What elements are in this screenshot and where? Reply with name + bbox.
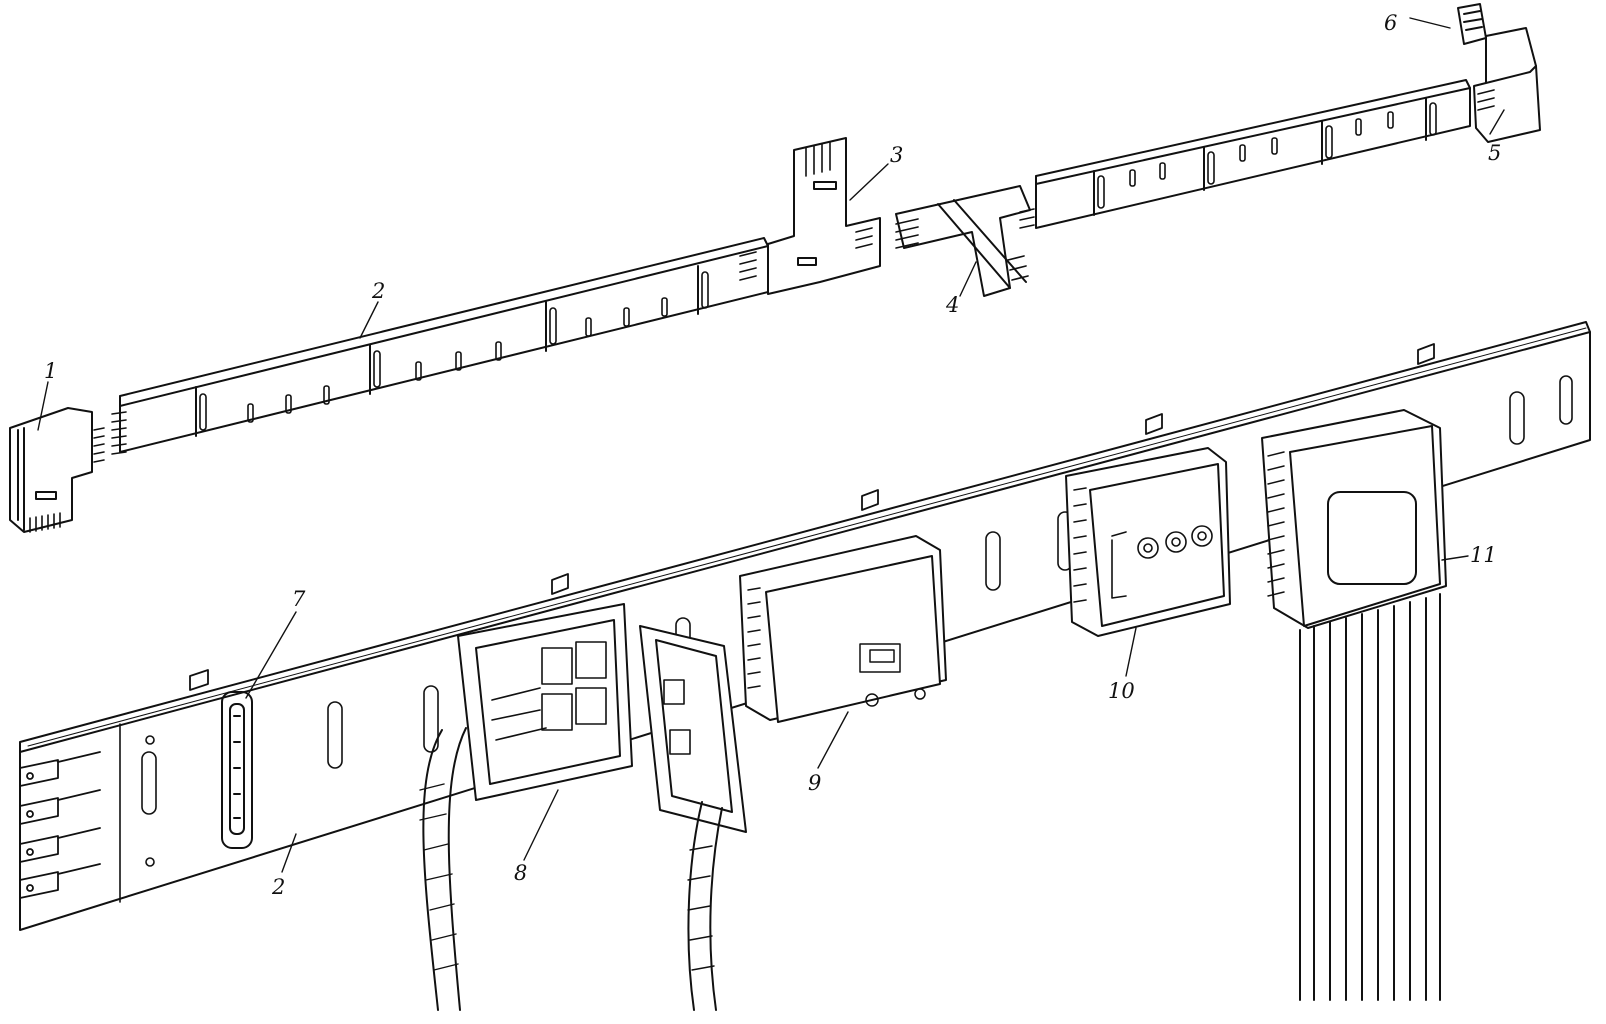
leader-9 — [817, 711, 849, 769]
leader-11 — [1441, 555, 1469, 561]
leader-4 — [959, 261, 977, 297]
callout-5: 5 — [1488, 141, 1501, 165]
leader-3 — [849, 163, 889, 201]
callout-8: 8 — [514, 861, 527, 885]
callout-10: 10 — [1108, 679, 1135, 703]
branch-box-fuse-part — [1065, 447, 1231, 637]
leader-1 — [37, 381, 49, 431]
callout-2b: 2 — [271, 875, 285, 899]
straight-section-upper — [119, 237, 769, 453]
leader-2a — [359, 301, 379, 339]
tee-section-part — [767, 137, 881, 295]
leader-8 — [523, 789, 559, 861]
callout-11: 11 — [1470, 543, 1497, 567]
joint-cover — [221, 691, 253, 849]
straight-section-upper-right — [1035, 79, 1471, 229]
branch-box-open-part — [419, 603, 747, 1011]
leader-10 — [1125, 627, 1137, 677]
callout-4: 4 — [945, 293, 959, 317]
leader-7 — [245, 611, 297, 699]
leader-5 — [1489, 109, 1505, 135]
callout-3: 3 — [890, 143, 903, 167]
branch-box-switch-part — [739, 535, 947, 723]
end-cap-part — [9, 407, 127, 533]
callout-2a: 2 — [371, 279, 385, 303]
callout-9: 9 — [808, 771, 821, 795]
feed-box-part — [1261, 409, 1447, 1001]
callout-1: 1 — [44, 359, 57, 383]
cross-section-part — [895, 185, 1035, 297]
end-plug-part — [1457, 3, 1487, 45]
leader-2b — [281, 833, 297, 873]
straight-section-lower — [19, 321, 1591, 931]
callout-6: 6 — [1384, 11, 1397, 35]
callout-7: 7 — [292, 587, 306, 611]
leader-6 — [1409, 17, 1451, 29]
corner-section-part — [1473, 27, 1541, 143]
